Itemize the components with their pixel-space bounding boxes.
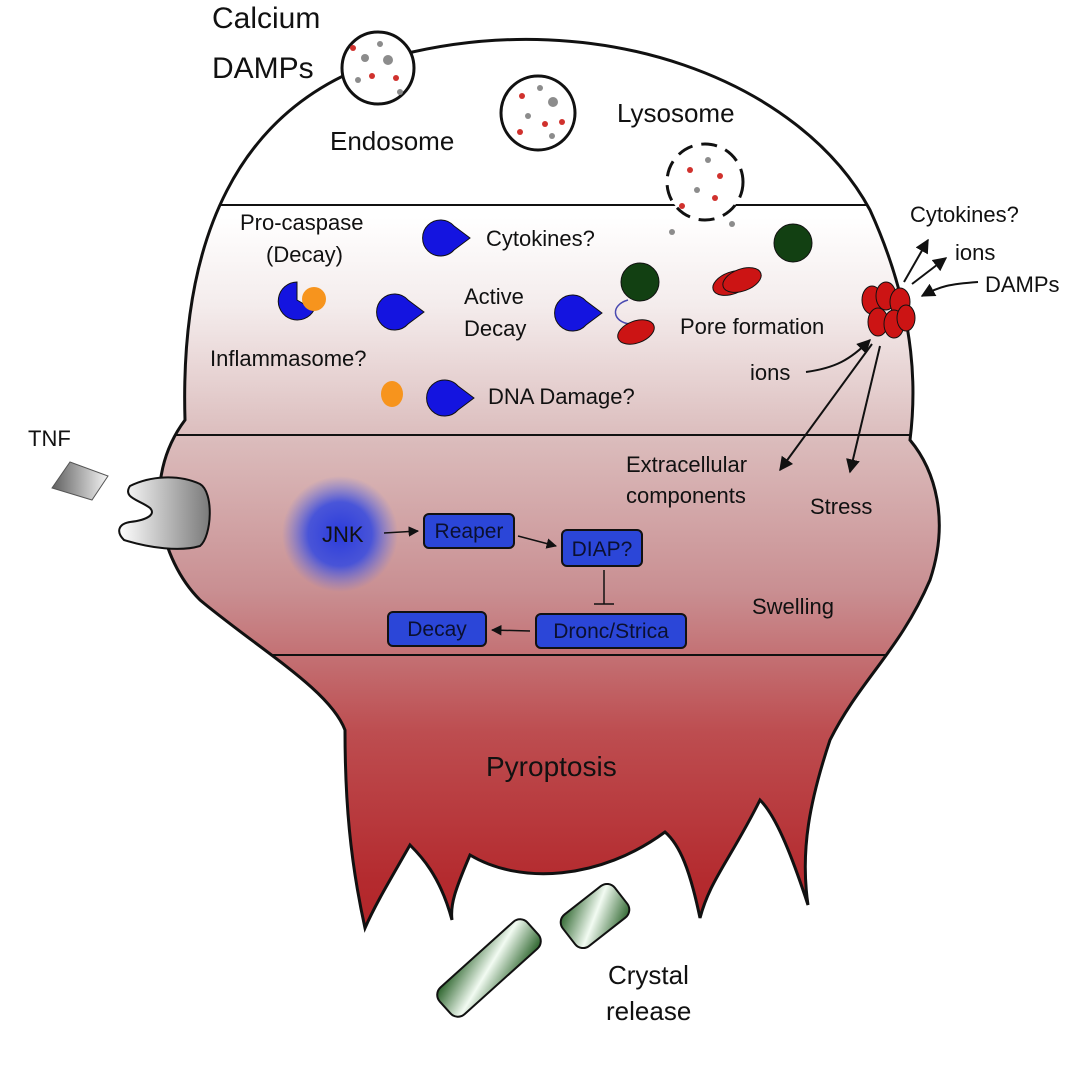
inflammasome-label: Inflammasome?	[210, 346, 367, 371]
procaspase-icon	[277, 281, 326, 321]
active-decay-label-2: Decay	[464, 316, 526, 341]
cleavage-link	[614, 299, 631, 325]
crystal-icon	[436, 918, 542, 1018]
substrate-red-ellipse	[617, 319, 655, 345]
caspase-icon	[554, 294, 603, 332]
reaper-label: Reaper	[435, 520, 504, 543]
tnf-receptor-icon	[118, 476, 211, 550]
cell-body	[157, 37, 941, 933]
ions-out-label: ions	[955, 240, 995, 265]
jnk-glow	[282, 476, 398, 592]
endosome-vesicle	[340, 30, 416, 106]
inhibition-bar	[594, 570, 614, 605]
decay-label: Decay	[407, 618, 467, 641]
damps-in-label: DAMPs	[985, 272, 1060, 297]
cytokines-label: Cytokines?	[486, 226, 595, 251]
dna-damage-label: DNA Damage?	[488, 384, 635, 409]
pore-formation-label: Pore formation	[680, 314, 824, 339]
endosome-label: Endosome	[330, 126, 454, 156]
stress-label: Stress	[810, 494, 872, 519]
dronc-label: Dronc/Strica	[553, 620, 669, 643]
membrane-pore-icon	[861, 281, 916, 339]
substrate-green-circle	[620, 262, 660, 302]
caspase-icon	[376, 293, 425, 331]
pore-arrows	[779, 238, 979, 474]
swelling-label: Swelling	[752, 594, 834, 619]
extracellular-label: Extracellular	[626, 452, 747, 477]
legend-damps-label: DAMPs	[212, 52, 314, 85]
diap-box	[561, 529, 643, 567]
active-decay-label: Active	[464, 284, 524, 309]
substrate-green-circle	[773, 223, 813, 263]
procaspase-subtitle: (Decay)	[266, 242, 343, 267]
lysosome-vesicle	[665, 142, 745, 235]
extracellular-label-2: components	[626, 483, 746, 508]
pathway-arrows	[383, 526, 558, 636]
reaper-box	[423, 513, 515, 549]
crystal-icon	[559, 882, 631, 950]
tnf-ligand-icon	[51, 461, 109, 501]
procaspase-label: Pro-caspase	[240, 210, 364, 235]
cytokines-out-label: Cytokines?	[910, 202, 1019, 227]
decay-box	[387, 611, 487, 647]
caspase-icon	[422, 219, 471, 257]
crystal-release-label: Crystal	[608, 960, 689, 990]
vesicle	[499, 74, 577, 152]
caspase-icon	[426, 379, 475, 417]
crystal-release-label-2: release	[606, 996, 691, 1026]
inflammasome-icon	[381, 381, 403, 407]
diap-label: DIAP?	[572, 538, 633, 561]
pore-subunits	[712, 267, 762, 296]
legend-calcium-label: Calcium	[212, 2, 320, 35]
pyroptosis-label: Pyroptosis	[486, 751, 617, 782]
dronc-box	[535, 613, 687, 649]
lysosome-label: Lysosome	[617, 98, 735, 128]
tnf-label: TNF	[28, 426, 71, 451]
jnk-label: JNK	[322, 522, 364, 547]
ions-in-label: ions	[750, 360, 790, 385]
